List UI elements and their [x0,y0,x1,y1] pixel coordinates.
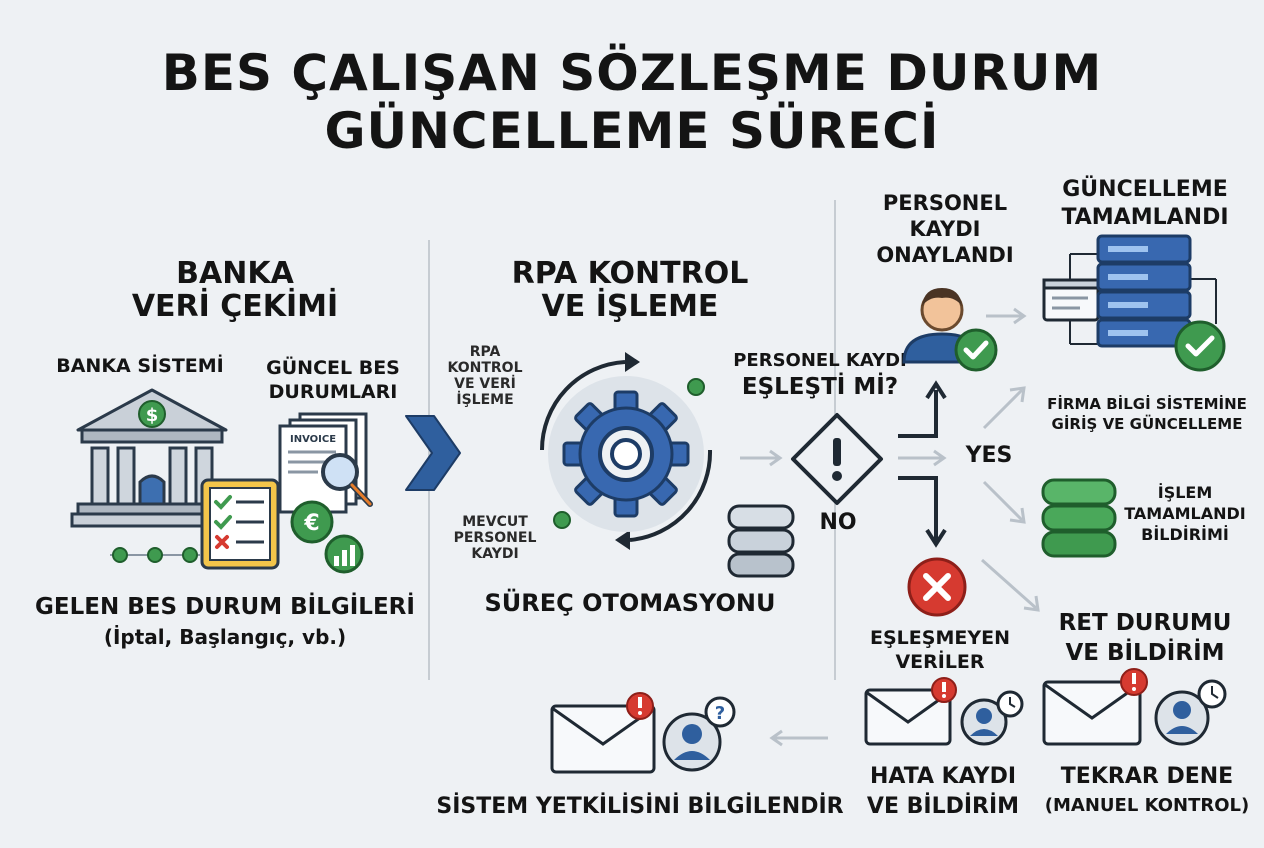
bank-system-label: BANKA SİSTEMİ [56,355,224,377]
svg-text:?: ? [715,703,725,724]
svg-text:€: € [303,511,319,536]
error-log-label: HATA KAYDI VE BİLDİRİM [848,762,1038,822]
error-log-line-1: HATA KAYDI [869,764,1017,789]
arrow-to-decision [740,449,783,467]
error-mail-icon [864,677,1024,746]
process-completed-line-2: TAMAMLANDI [1124,504,1246,523]
inform-admin-label: SİSTEM YETKİLİSİNİ BİLGİLENDİR [436,794,844,819]
existing-personnel-label: MEVCUT PERSONEL KAYDI [440,514,550,562]
personnel-approved-label: PERSONEL KAYDI ONAYLANDI [860,190,1030,268]
personnel-approved-line-2: KAYDI [909,217,981,241]
firm-system-update-line-1: FİRMA BİLGİ SİSTEMİNE [1047,395,1247,413]
svg-text:$: $ [146,405,159,426]
current-bes-status-line-1: GÜNCEL BES [266,357,400,379]
retry-line-1: TEKRAR DENE [1060,764,1234,789]
existing-personnel-line-2: PERSONEL [453,530,537,546]
arrow-to-inform [769,729,828,747]
database-icon [727,504,795,578]
rpa-control-line-4: İŞLEME [456,392,514,408]
decision-question-line-2: EŞLEŞTİ Mİ? [741,374,899,400]
chevron-right-icon [405,415,461,491]
mismatched-data-line-1: EŞLEŞMEYEN [870,627,1010,649]
inform-mail-icon: ? [550,692,736,774]
invoice-documents-icon: INVOICE [278,412,373,514]
process-completed-notification: İŞLEM TAMAMLANDI BİLDİRİMİ [1120,482,1250,545]
decision-no: NO [819,510,857,535]
title-line-2: GÜNCELLEME SÜRECİ [324,102,940,160]
decision-yes: YES [965,443,1013,468]
green-database-icon [1041,478,1117,558]
section1-heading-line-2: VERİ ÇEKİMİ [131,289,339,324]
approved-person-icon [902,288,998,372]
gear-cycle-icon [539,352,713,550]
update-completed-line-1: GÜNCELLEME [1062,177,1228,202]
section2-heading-line-2: VE İŞLEME [541,289,719,324]
decision-arrows [898,380,947,548]
mismatched-data-label: EŞLEŞMEYEN VERİLER [855,626,1025,674]
section2-heading-line-1: RPA KONTROL [511,256,749,291]
rpa-control-line-3: VE VERİ [454,376,516,392]
invoice-text: INVOICE [290,434,336,445]
reject-mail-icon [1042,668,1227,746]
checklist-icon [200,478,280,570]
incoming-bes-info-line-1: GELEN BES DURUM BİLGİLERİ [35,594,415,620]
incoming-bes-info: GELEN BES DURUM BİLGİLERİ (İptal, Başlan… [20,592,430,652]
reject-status-label: RET DURUMU VE BİLDİRİM [1040,608,1250,668]
reject-status-line-1: RET DURUMU [1058,610,1232,636]
error-x-icon [907,557,967,617]
incoming-bes-info-line-2: (İptal, Başlangıç, vb.) [103,625,347,649]
section1-heading: BANKA VERİ ÇEKİMİ [90,257,380,323]
rpa-control-line-1: RPA [469,344,501,360]
current-bes-status-line-2: DURUMLARI [268,381,398,403]
process-completed-line-3: BİLDİRİMİ [1141,525,1229,544]
update-completed-label: GÜNCELLEME TAMAMLANDI [1040,176,1250,232]
current-bes-status-label: GÜNCEL BES DURUMLARI [248,356,418,404]
firm-system-update-label: FİRMA BİLGİ SİSTEMİNE GİRİŞ VE GÜNCELLEM… [1030,394,1264,434]
retry-manual-label: TEKRAR DENE (MANUEL KONTROL) [1030,762,1264,820]
error-log-line-2: VE BİLDİRİM [866,794,1020,819]
retry-line-2: (MANUEL KONTROL) [1044,795,1250,816]
decision-question-line-1: PERSONEL KAYDI [733,350,907,371]
progress-dots-icon [110,547,200,563]
update-completed-line-2: TAMAMLANDI [1061,205,1229,230]
firm-system-update-line-2: GİRİŞ VE GÜNCELLEME [1051,415,1243,433]
reject-status-line-2: VE BİLDİRİM [1065,640,1225,666]
rpa-control-label: RPA KONTROL VE VERİ İŞLEME [440,344,530,408]
title-line-1: BES ÇALIŞAN SÖZLEŞME DURUM [161,44,1103,102]
arrow-to-reject [981,558,1040,612]
mismatched-data-line-2: VERİLER [895,651,985,673]
personnel-approved-line-1: PERSONEL [882,191,1008,215]
personnel-approved-line-3: ONAYLANDI [876,243,1014,267]
process-completed-line-1: İŞLEM [1157,483,1213,502]
process-automation-label: SÜREÇ OTOMASYONU [484,589,776,617]
warning-diamond-icon [791,413,883,505]
yes-branch-arrows [982,386,1026,524]
page-title: BES ÇALIŞAN SÖZLEŞME DURUM GÜNCELLEME SÜ… [0,44,1264,160]
server-network-icon [1042,234,1226,372]
arrow-to-completed [986,307,1027,325]
decision-question: PERSONEL KAYDI EŞLEŞTİ Mİ? [700,350,940,402]
section1-heading-line-1: BANKA [176,256,294,291]
section2-heading: RPA KONTROL VE İŞLEME [480,257,780,323]
existing-personnel-line-3: KAYDI [471,546,519,562]
euro-chart-icon: € [290,500,364,574]
rpa-control-line-2: KONTROL [447,360,523,376]
existing-personnel-line-1: MEVCUT [462,514,528,530]
